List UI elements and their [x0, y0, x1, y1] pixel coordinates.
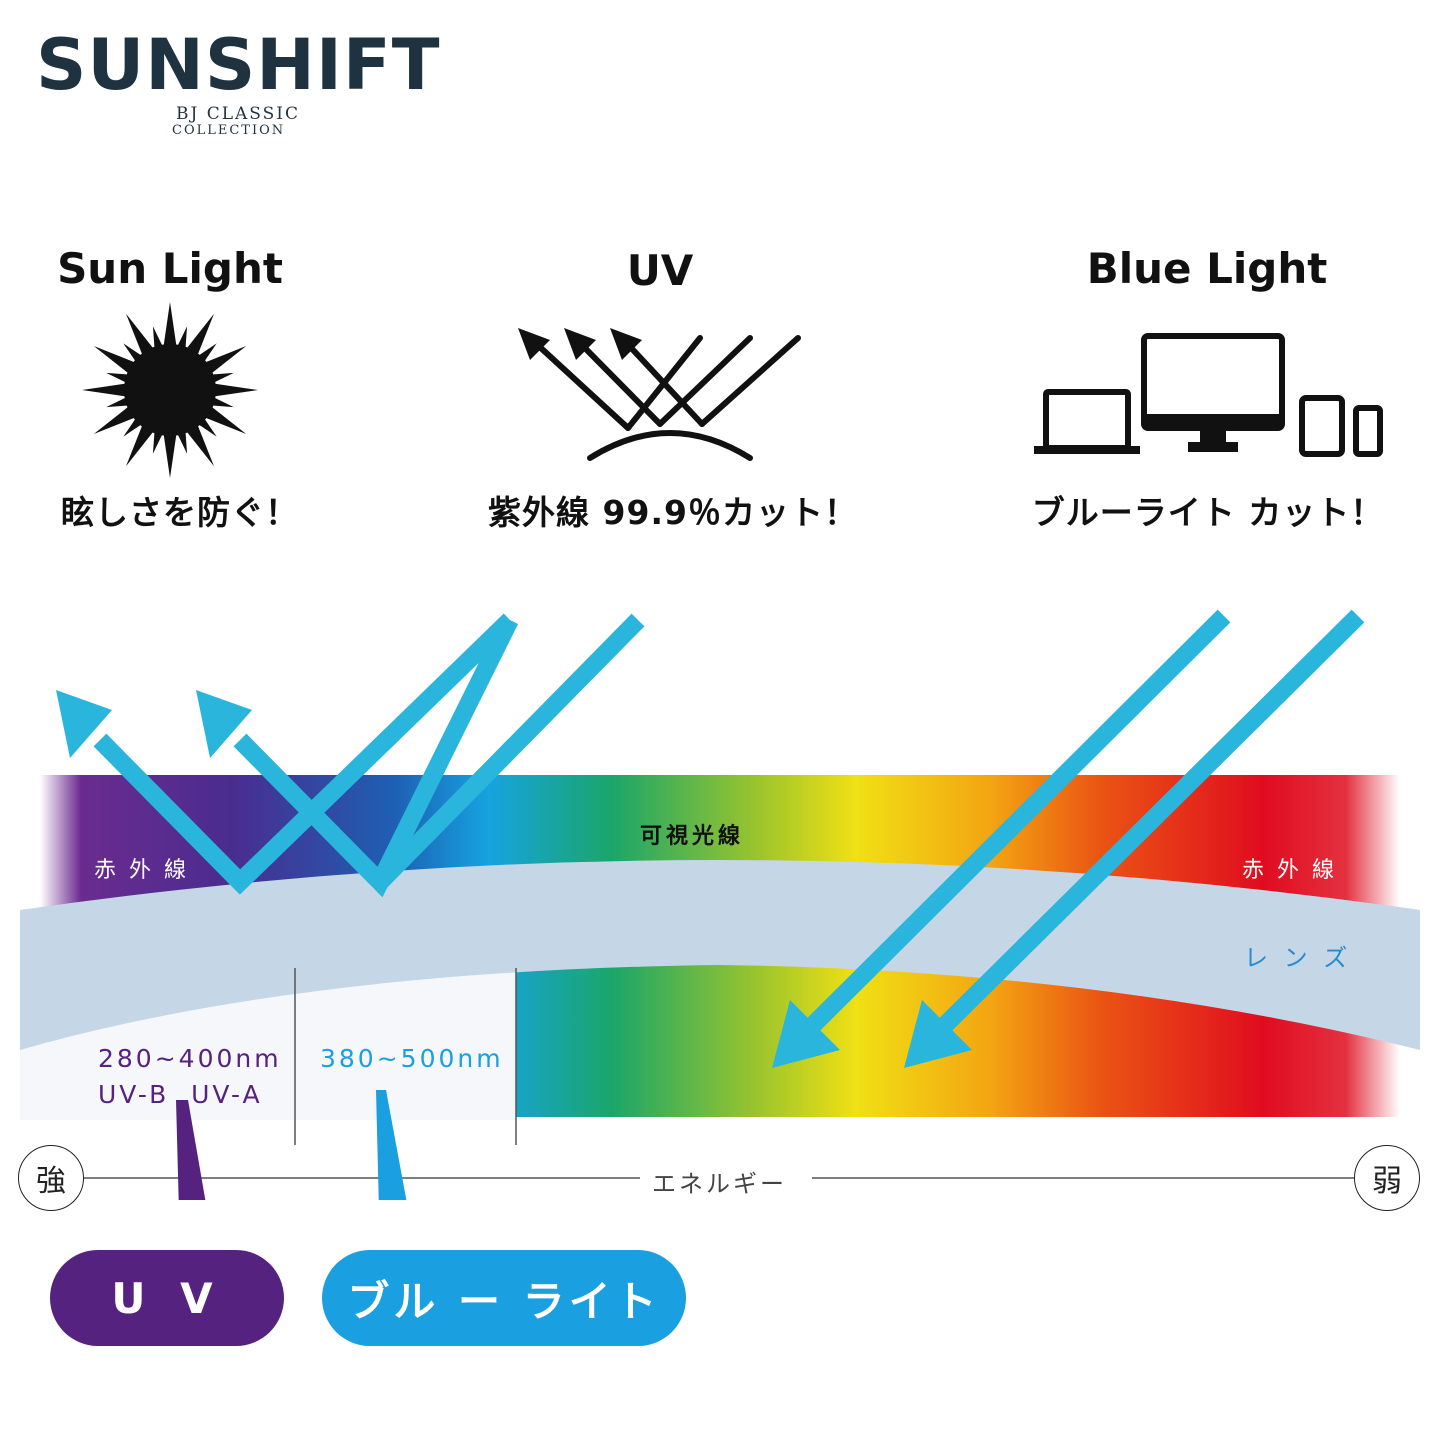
uv-reflection-icon — [518, 328, 801, 461]
visible-light-label: 可視光線 — [640, 824, 745, 849]
reflected-arrow-1-out — [93, 613, 517, 895]
strong-energy-marker: 強 — [18, 1145, 84, 1211]
feature-sunlight-caption: 眩しさを防ぐ！ — [61, 493, 299, 532]
uv-type-label: UV-B UV-A — [98, 1080, 263, 1109]
feature-uv-caption: 紫外線 99.9％カット！ — [488, 493, 858, 532]
uv-pill: U V — [50, 1250, 284, 1346]
logo-title: SUNSHIFT — [36, 24, 441, 106]
logo-subtitle-2: COLLECTION — [172, 123, 286, 138]
blue-arrow-1 — [801, 609, 1231, 1037]
energy-label: エネルギー — [652, 1170, 787, 1198]
feature-bluelight-caption: ブルーライト カット！ — [1031, 493, 1385, 532]
feature-sunlight-title: Sun Light — [57, 244, 283, 293]
blue-arrowhead-2 — [904, 1000, 972, 1068]
uv-pointer — [176, 1100, 206, 1200]
bluelight-pill: ブル ー ライト — [322, 1250, 686, 1346]
bluelight-pointer — [376, 1090, 407, 1200]
infrared-right-label: 赤 外 線 — [1242, 858, 1337, 883]
feature-bluelight-title: Blue Light — [1086, 244, 1328, 293]
blue-arrow-2 — [933, 609, 1365, 1037]
feature-uv-title: UV — [626, 246, 694, 295]
weak-energy-marker: 弱 — [1354, 1145, 1420, 1211]
lens-label: レ ン ズ — [1244, 944, 1352, 972]
bluelight-range-label: 380~500nm — [320, 1044, 504, 1073]
spectrum-diagram — [20, 609, 1420, 1200]
reflected-arrowhead-1 — [56, 690, 112, 758]
uv-range-label: 280~400nm — [98, 1044, 282, 1073]
infrared-left-label: 赤 外 線 — [94, 858, 189, 883]
reflected-arrow-2-in — [373, 613, 645, 889]
sun-icon — [82, 302, 258, 478]
devices-icon — [1034, 333, 1383, 457]
reflected-arrowhead-2 — [196, 690, 252, 758]
blue-arrowhead-1 — [772, 1000, 840, 1068]
logo-subtitle-1: BJ CLASSIC — [176, 104, 301, 124]
